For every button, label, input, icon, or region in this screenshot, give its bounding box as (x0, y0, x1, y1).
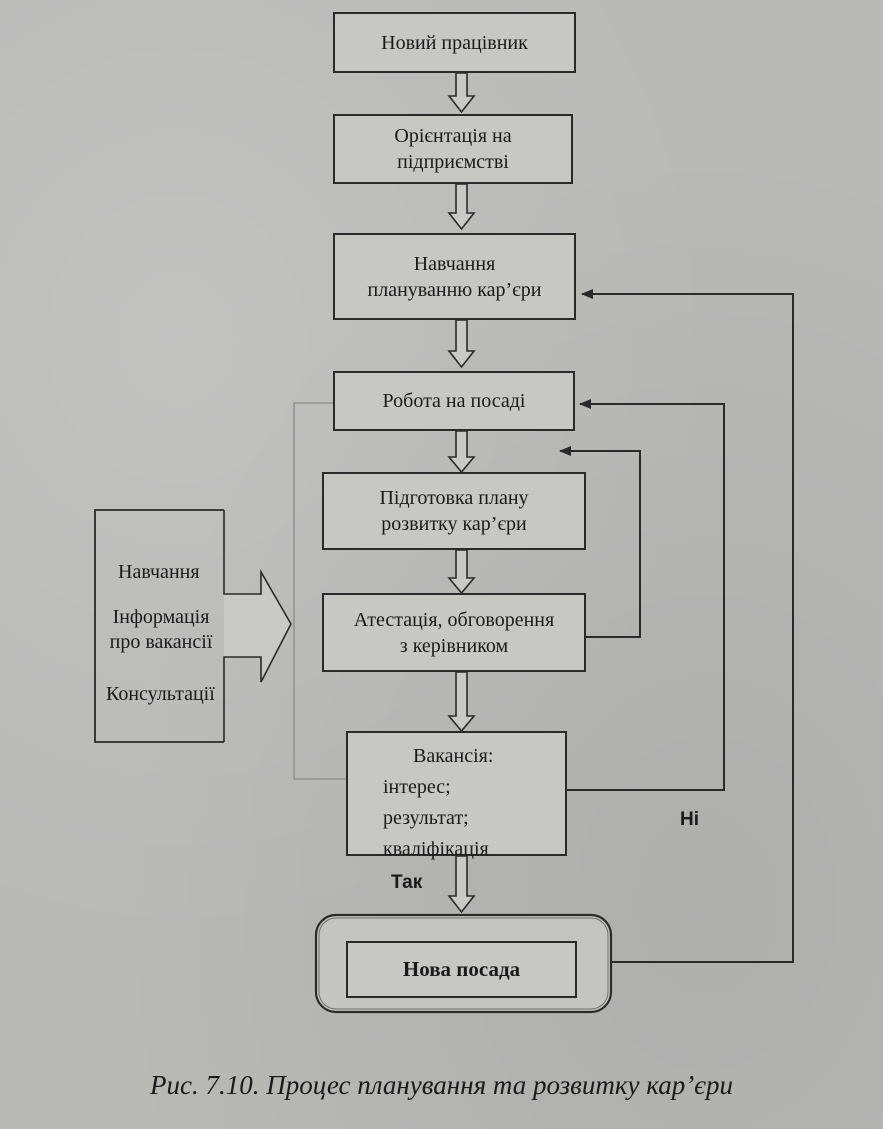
node-orientation: Орієнтація на підприємстві (333, 114, 573, 184)
support-panel-outline (94, 509, 224, 743)
support-training: Навчання (118, 561, 200, 583)
figure-caption: Рис. 7.10. Процес планування та розвитку… (150, 1070, 733, 1100)
support-vacancy-info-line-1: Інформація (112, 606, 210, 628)
vacancy-item-qualification: кваліфікація (383, 838, 489, 860)
no-branch-arrow (567, 399, 725, 791)
down-arrow-2 (447, 183, 476, 231)
node-orientation-line-2: підприємстві (397, 151, 509, 173)
down-arrow-7 (447, 855, 476, 914)
vacancy-item-result: результат; (383, 807, 469, 829)
down-arrow-5 (447, 549, 476, 595)
node-orientation-line-1: Орієнтація на (394, 125, 512, 147)
node-career-training-line-2: плануванню кар’єри (367, 278, 542, 301)
node-vacancy (346, 731, 567, 856)
down-arrow-1 (447, 72, 476, 114)
node-plan-preparation-line-1: Підготовка плану (379, 487, 529, 509)
node-new-position-text: Нова посада (402, 956, 521, 981)
node-work-position-text: Робота на посаді (382, 390, 526, 412)
node-new-employee: Новий працівник (333, 12, 576, 73)
support-vacancy-info: Інформація про вакансії (96, 605, 226, 655)
vacancy-title: Вакансія: (413, 745, 494, 767)
vacancy-to-work-bracket (293, 402, 346, 780)
node-appraisal: Атестація, обговорення з керівником (322, 593, 586, 672)
down-arrow-4 (447, 430, 476, 474)
support-consulting: Консультації (106, 683, 215, 705)
label-no: Ні (680, 809, 699, 830)
support-vacancy-info-line-2: про вакансії (109, 631, 213, 653)
node-new-position: Нова посада (346, 941, 577, 998)
support-arrow (223, 510, 292, 742)
node-appraisal-line-2: з керівником (399, 634, 509, 657)
vacancy-text: Вакансія: інтерес; результат; кваліфікац… (383, 741, 493, 865)
node-plan-preparation: Підготовка плану розвитку кар’єри (322, 472, 586, 550)
node-career-training-line-1: Навчання (413, 252, 496, 275)
down-arrow-3 (447, 319, 476, 369)
vacancy-item-interest: інтерес; (383, 776, 451, 798)
node-career-training: Навчання плануванню кар’єри (333, 233, 576, 320)
appraisal-feedback-arrow (559, 446, 641, 638)
node-appraisal-line-1: Атестація, обговорення (353, 608, 555, 631)
node-new-employee-text: Новий працівник (381, 31, 528, 54)
label-yes: Так (391, 872, 423, 893)
node-plan-preparation-line-2: розвитку кар’єри (381, 513, 527, 535)
career-loop-arrow (581, 289, 794, 963)
node-work-position: Робота на посаді (333, 371, 575, 431)
down-arrow-6 (447, 671, 476, 733)
